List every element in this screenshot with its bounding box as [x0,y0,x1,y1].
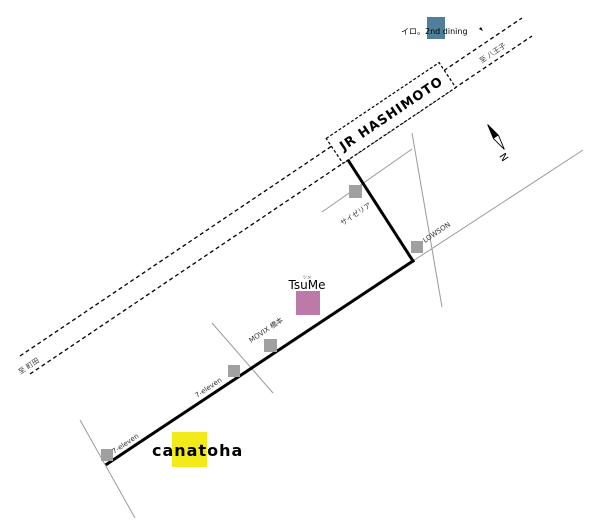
tsume-ruby: ツメ [303,276,312,281]
street-left-cross [79,419,136,519]
streets [79,132,584,519]
landmark-movix: MOVIX 橋本 [247,315,285,352]
saizeriya-label: サイゼリア [339,200,373,227]
station-name: JR HASHIMOTO [336,74,446,155]
irono-label: イロ。2nd dining [401,27,468,36]
street-movix-cross [211,322,274,394]
street-lawson-cross [411,132,443,308]
street-main-extension [412,149,584,262]
landmark-tsume: ツメ TsuMe [288,276,326,315]
walking-route [104,157,416,467]
tsume-label: TsuMe [288,278,326,292]
street-saizeriya [321,148,413,213]
pin-icon [479,27,483,31]
seven-eleven-1-marker [228,365,240,377]
direction-hachioji: 至 八王子 [478,42,508,66]
seven-eleven-2-marker [101,449,113,461]
saizeriya-marker [349,185,362,198]
landmark-irono: イロ。2nd dining [401,17,483,39]
tsume-marker [296,291,320,315]
movix-marker [264,339,277,352]
lawson-marker [411,241,423,253]
canatoha-highlight [172,432,207,467]
lawson-label: LOWSON [422,221,452,245]
irono-marker [427,17,445,39]
compass-north-label: N [498,150,511,162]
direction-machida: 至 町田 [17,357,41,377]
compass-icon [487,124,505,150]
canatoha-label: canatoha [152,441,243,460]
landmark-seven-eleven-1: 7-eleven [194,365,240,400]
station-jr-hashimoto: JR HASHIMOTO [325,61,457,165]
destination-canatoha: canatoha [152,432,243,467]
